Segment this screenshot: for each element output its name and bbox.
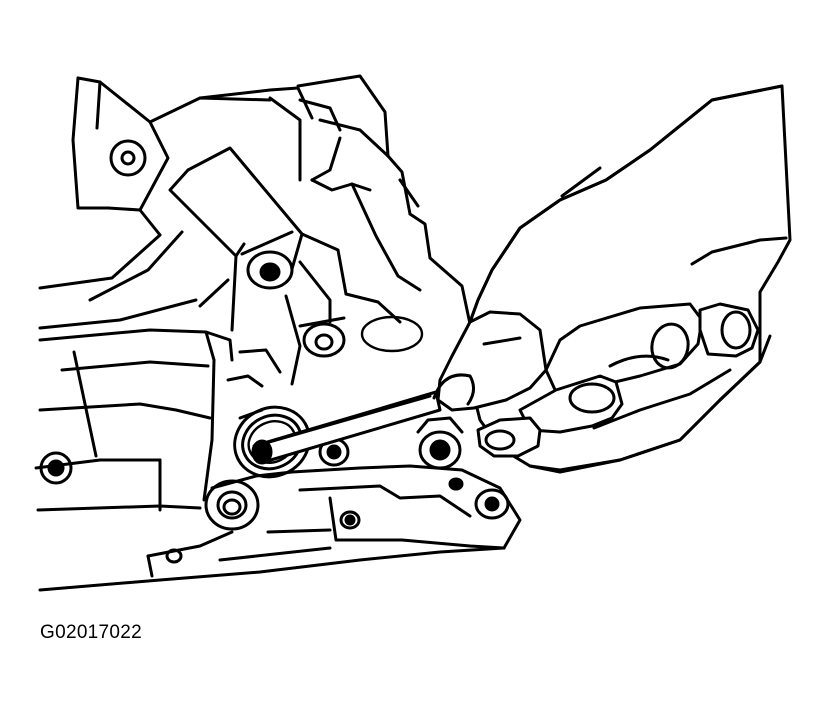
- case-top-ribs: [268, 74, 412, 216]
- hand: [432, 84, 792, 474]
- case-middle-ribs: [38, 178, 472, 386]
- case-lower-bosses: [204, 416, 510, 531]
- figure-code-label: G02017022: [40, 622, 143, 643]
- case-diagonal-bar: [168, 146, 304, 290]
- case-upper-housing: [71, 76, 300, 237]
- case-oval-port: [298, 315, 424, 358]
- case-bottom-flange: [38, 464, 522, 592]
- screwdriver-tool: [251, 390, 442, 465]
- case-left-panels: [34, 328, 282, 512]
